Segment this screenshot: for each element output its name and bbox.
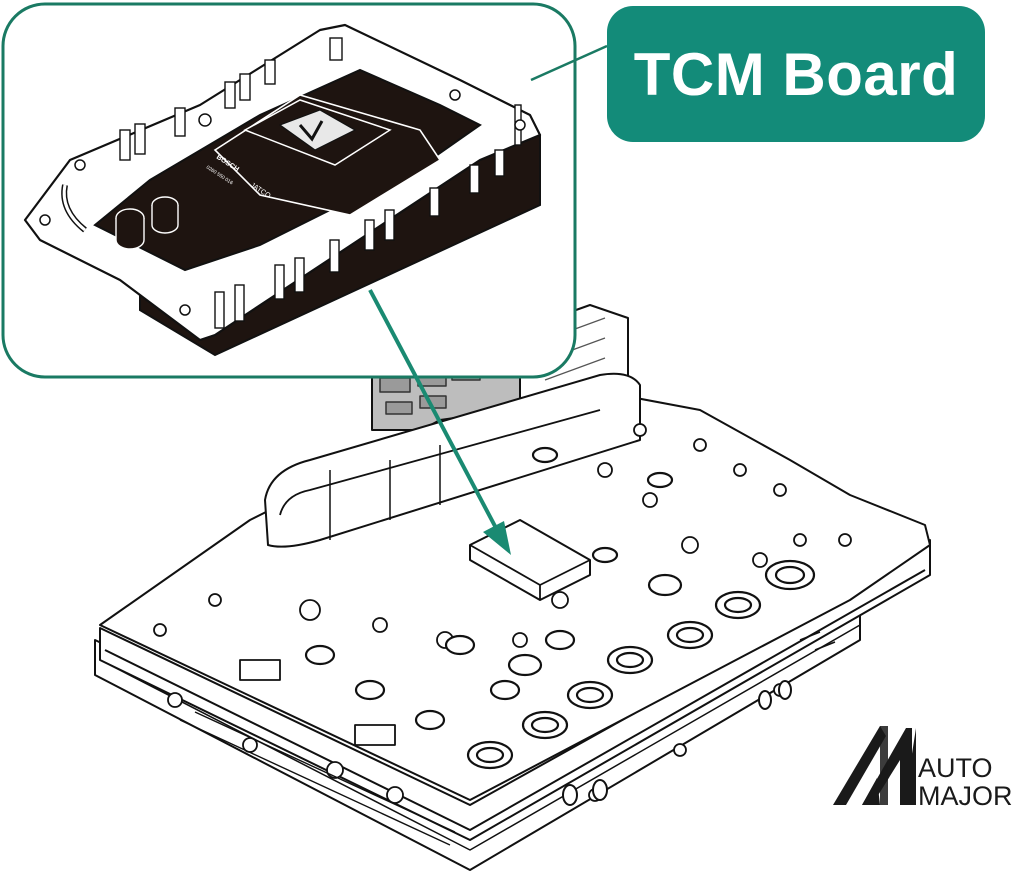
separator-plate (99, 539, 931, 841)
tcm-capacitors (115, 196, 179, 250)
solenoid-cover (264, 372, 641, 548)
callout-label: TCM Board (633, 40, 959, 108)
tcm-bracket-holes (39, 89, 526, 316)
logo-monogram (833, 726, 916, 805)
logo-line2: MAJOR (918, 781, 1013, 811)
leader-line (530, 44, 608, 82)
tcm-inset: BOSCH 0260 550 016 JATCO (1, 2, 577, 379)
logo-line1: AUTO (918, 753, 993, 783)
valve-bores (304, 446, 816, 770)
tcm-board-callout: TCM Board (607, 6, 985, 142)
valve-body-illustration (94, 292, 931, 871)
arrow-down-right-icon (368, 289, 511, 555)
